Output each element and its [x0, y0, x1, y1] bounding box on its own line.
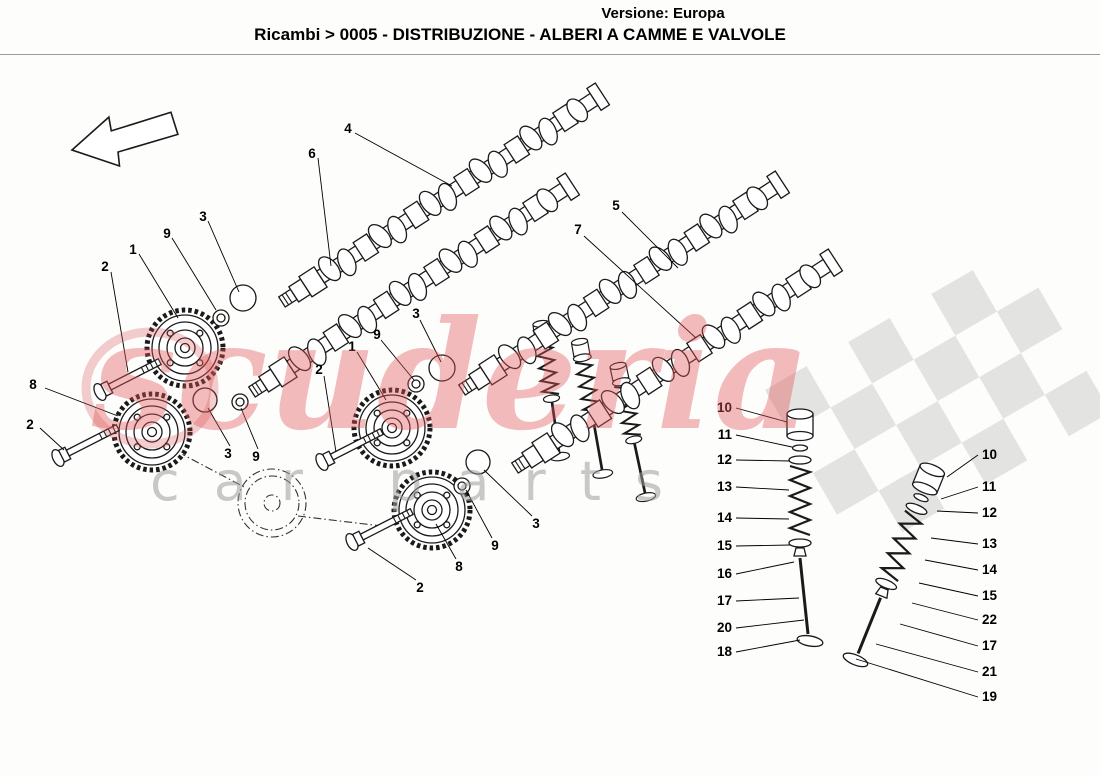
callout: 14	[982, 562, 998, 577]
callout: 17	[982, 638, 997, 653]
callout: 2	[315, 362, 323, 377]
callout: 16	[717, 566, 733, 581]
washer	[231, 393, 249, 411]
callout: 6	[308, 146, 316, 161]
callout: 10	[717, 400, 732, 415]
callout: 13	[982, 536, 998, 551]
callout: 1	[348, 339, 356, 354]
callout: 9	[373, 327, 381, 342]
callout: 18	[717, 644, 733, 659]
callout: 11	[982, 479, 997, 494]
timing-gear-2	[114, 394, 190, 470]
o-ring	[229, 284, 257, 312]
page-header: Versione: Europa Ricambi > 0005 - DISTRI…	[0, 0, 1100, 45]
callout: 19	[982, 689, 997, 704]
callout: 13	[717, 479, 733, 494]
callout: 8	[29, 377, 37, 392]
breadcrumb: Ricambi > 0005 - DISTRIBUZIONE - ALBERI …	[254, 25, 786, 44]
callout: 14	[717, 510, 733, 525]
callout: 12	[982, 505, 997, 520]
seals-and-washers	[192, 284, 491, 495]
callout: 2	[416, 580, 424, 595]
callout: 3	[412, 306, 420, 321]
timing-gear-3	[354, 390, 430, 466]
callout: 3	[532, 516, 540, 531]
valve-stack-detail-left	[786, 408, 824, 648]
o-ring	[192, 387, 218, 413]
o-ring	[428, 354, 456, 382]
callout: 8	[455, 559, 463, 574]
o-ring	[465, 449, 491, 475]
header-divider	[0, 54, 1100, 55]
ghost-sprocket	[177, 451, 391, 538]
callout: 11	[718, 427, 733, 442]
callout: 9	[252, 449, 260, 464]
callout: 22	[982, 612, 997, 627]
callout: 2	[101, 259, 109, 274]
callout: 5	[612, 198, 620, 213]
callout: 4	[344, 121, 352, 136]
callout: 3	[199, 209, 207, 224]
washer	[212, 309, 230, 327]
callout: 15	[982, 588, 998, 603]
callout: 20	[717, 620, 732, 635]
callout: 15	[717, 538, 733, 553]
callout: 17	[717, 593, 732, 608]
leader-lines	[39, 132, 979, 698]
checkered-flag-watermark	[765, 270, 1100, 533]
callouts: 4 6 3 9 1 2 8 2 3 9 3 9 1 2 5 7 3 9 8 2 …	[26, 121, 997, 704]
valve-stack-detail-right	[842, 462, 946, 668]
washer	[453, 477, 471, 495]
callout: 7	[574, 222, 582, 237]
timing-gear-1	[147, 310, 223, 386]
washer	[407, 375, 425, 393]
version-label: Versione: Europa	[601, 5, 725, 22]
callout: 21	[982, 664, 998, 679]
callout: 10	[982, 447, 997, 462]
callout: 12	[717, 452, 732, 467]
callout: 3	[224, 446, 232, 461]
direction-arrow-icon	[70, 111, 179, 168]
callout: 9	[163, 226, 171, 241]
callout: 1	[129, 242, 137, 257]
gear-bolt-2	[48, 418, 123, 469]
callout: 2	[26, 417, 34, 432]
callout: 9	[491, 538, 499, 553]
